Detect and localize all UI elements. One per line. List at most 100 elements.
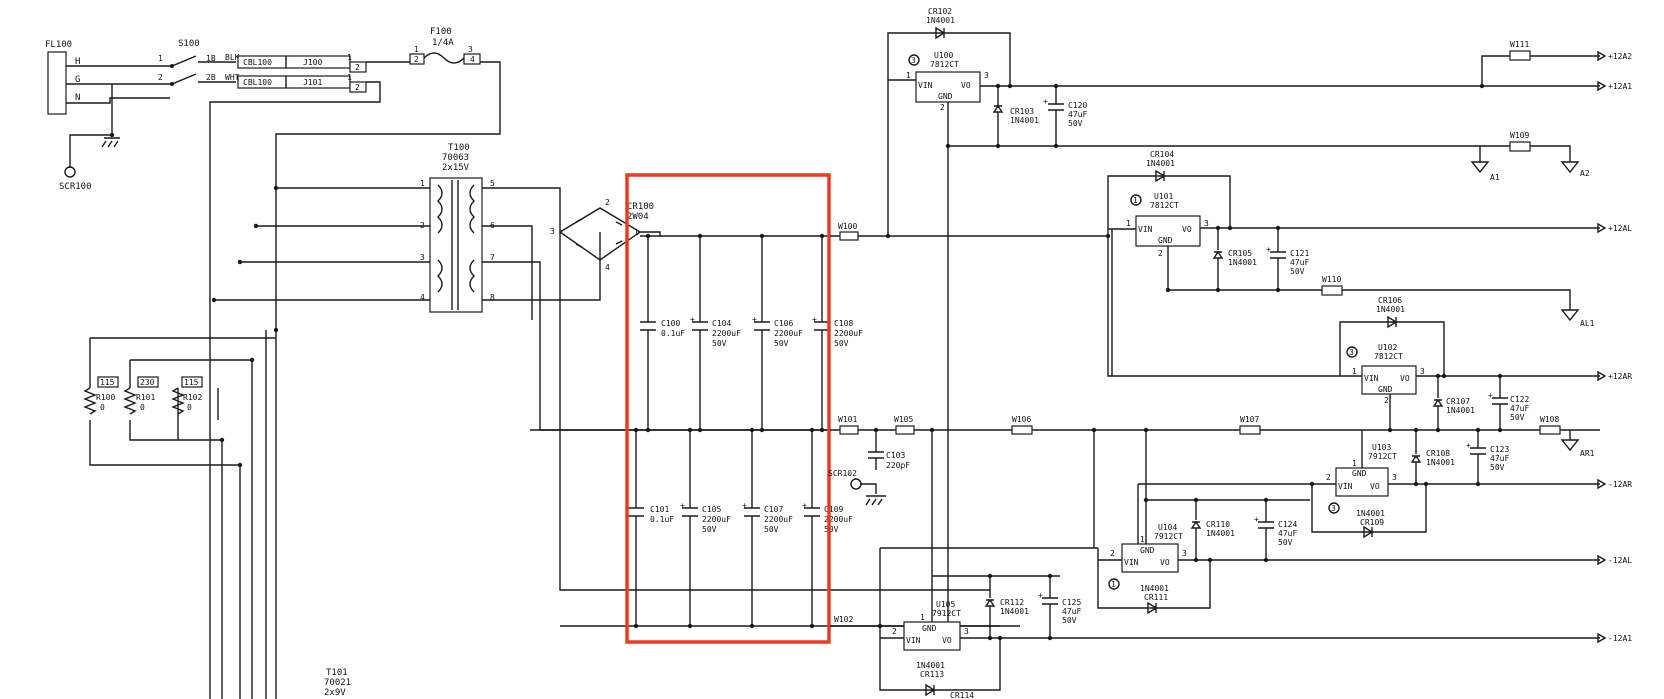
cr111-label: CR111 (1144, 593, 1168, 602)
svg-text:2200uF: 2200uF (764, 515, 793, 524)
j100-pin1: 1 (347, 53, 352, 62)
ground-ar1: AR1 (1580, 449, 1595, 458)
c122-plus: + (1488, 391, 1493, 400)
u104-label: U104 (1158, 523, 1177, 532)
cr110-diode (1190, 500, 1202, 560)
w105-label: W105 (894, 415, 913, 424)
c104-label: C104 (712, 319, 731, 328)
t100-core (451, 180, 459, 310)
c120-label: C120 (1068, 101, 1087, 110)
fl100-pin-h: H (75, 57, 80, 67)
r102-resistor (171, 387, 185, 415)
fl100-leads (66, 65, 170, 104)
u100-regulator (915, 71, 981, 103)
c121-label: C121 (1290, 249, 1309, 258)
svg-text:1N4001: 1N4001 (916, 661, 945, 670)
svg-text:3: 3 (420, 253, 425, 262)
s100-switch-contacts (150, 55, 236, 85)
c120-plus: + (1043, 97, 1048, 106)
r101-resistor (123, 387, 137, 415)
c106-plus: + (752, 315, 757, 324)
svg-text:1N4001: 1N4001 (1140, 584, 1169, 593)
svg-text:8: 8 (490, 293, 495, 302)
s100-wire-wht: WHT (225, 73, 240, 82)
u103-label: U103 (1372, 443, 1391, 452)
svg-text:1N4001: 1N4001 (926, 16, 955, 25)
svg-text:220pF: 220pF (886, 461, 910, 470)
svg-text:47uF: 47uF (1278, 529, 1297, 538)
r101-label: R101 (136, 393, 155, 402)
w101-label: W101 (838, 415, 857, 424)
c104-plus: + (690, 315, 695, 324)
svg-text:6: 6 (490, 221, 495, 230)
svg-text:50V: 50V (764, 525, 779, 534)
fl100-pin-g: G (75, 75, 80, 85)
c125-label: C125 (1062, 598, 1081, 607)
c101-label: C101 (650, 505, 669, 514)
upper-cap-leads (647, 236, 823, 430)
t101-label: T101 (326, 668, 348, 678)
svg-text:7912CT: 7912CT (1154, 532, 1183, 541)
svg-text:3: 3 (1204, 219, 1209, 228)
svg-text:GND: GND (1140, 546, 1155, 555)
j101-label: J101 (303, 78, 322, 87)
svg-text:50V: 50V (1510, 413, 1525, 422)
cr102-label: CR102 (928, 7, 952, 16)
svg-text:3: 3 (550, 227, 555, 236)
chassis-ground-icon (101, 137, 120, 148)
svg-text:VO: VO (1400, 374, 1410, 383)
cr111-diode (1147, 601, 1158, 615)
ground-al1: AL1 (1580, 319, 1595, 328)
cr100-value: 2W04 (627, 212, 649, 222)
svg-text:VO: VO (1160, 558, 1170, 567)
svg-text:1N4001: 1N4001 (1010, 116, 1039, 125)
c105-label: C105 (702, 505, 721, 514)
svg-text:VIN: VIN (1338, 482, 1353, 491)
svg-text:1N4001: 1N4001 (1228, 258, 1257, 267)
cr108-label: CR108 (1426, 449, 1450, 458)
svg-text:1: 1 (634, 228, 639, 237)
svg-text:VIN: VIN (918, 81, 933, 90)
svg-text:50V: 50V (1490, 463, 1505, 472)
fl100-filter (47, 51, 67, 115)
svg-text:4: 4 (605, 263, 610, 272)
u101-label: U101 (1154, 192, 1173, 201)
svg-text:GND: GND (922, 624, 937, 633)
svg-text:1: 1 (414, 45, 419, 54)
scr100-label: SCR100 (59, 182, 92, 192)
svg-text:7812CT: 7812CT (930, 60, 959, 69)
u101-regulator (1135, 215, 1201, 247)
svg-text:1N4001: 1N4001 (1356, 509, 1385, 518)
cr107-label: CR107 (1446, 397, 1470, 406)
svg-text:2200uF: 2200uF (824, 515, 853, 524)
svg-text:4: 4 (420, 293, 425, 302)
c103-label: C103 (886, 451, 905, 460)
svg-text:3: 3 (468, 45, 473, 54)
s100-label: S100 (178, 39, 200, 49)
f100-value: 1/4A (432, 38, 454, 48)
svg-text:3: 3 (984, 71, 989, 80)
transformer-t100: T100 70063 2x15V 1 2 3 4 5 6 7 8 (109, 132, 990, 591)
svg-text:7812CT: 7812CT (1374, 352, 1403, 361)
cr108-diode (1410, 450, 1422, 484)
output-p12a1: +12A1 (1608, 82, 1632, 91)
svg-text:1: 1 (920, 613, 925, 622)
u102-regulator (1361, 365, 1417, 395)
cr107-diode (1432, 376, 1444, 430)
svg-text:0.1uF: 0.1uF (650, 515, 674, 524)
svg-text:3: 3 (1182, 549, 1187, 558)
svg-text:3: 3 (964, 627, 969, 636)
highlight-box (625, 173, 831, 644)
u105-label: U105 (936, 600, 955, 609)
svg-text:VO: VO (1370, 482, 1380, 491)
t100-label: T100 (448, 143, 470, 153)
c124-label: C124 (1278, 520, 1297, 529)
c100-label: C100 (661, 319, 680, 328)
c124-plus: + (1254, 515, 1259, 524)
f100-label: F100 (430, 27, 452, 37)
svg-text:4: 4 (470, 55, 475, 64)
svg-text:2: 2 (1384, 396, 1389, 405)
svg-text:1N4001: 1N4001 (1446, 406, 1475, 415)
regulator-section: W100 W101 W105 W106 W107 W102 C103 220pF… (828, 7, 1632, 699)
svg-text:50V: 50V (834, 339, 849, 348)
